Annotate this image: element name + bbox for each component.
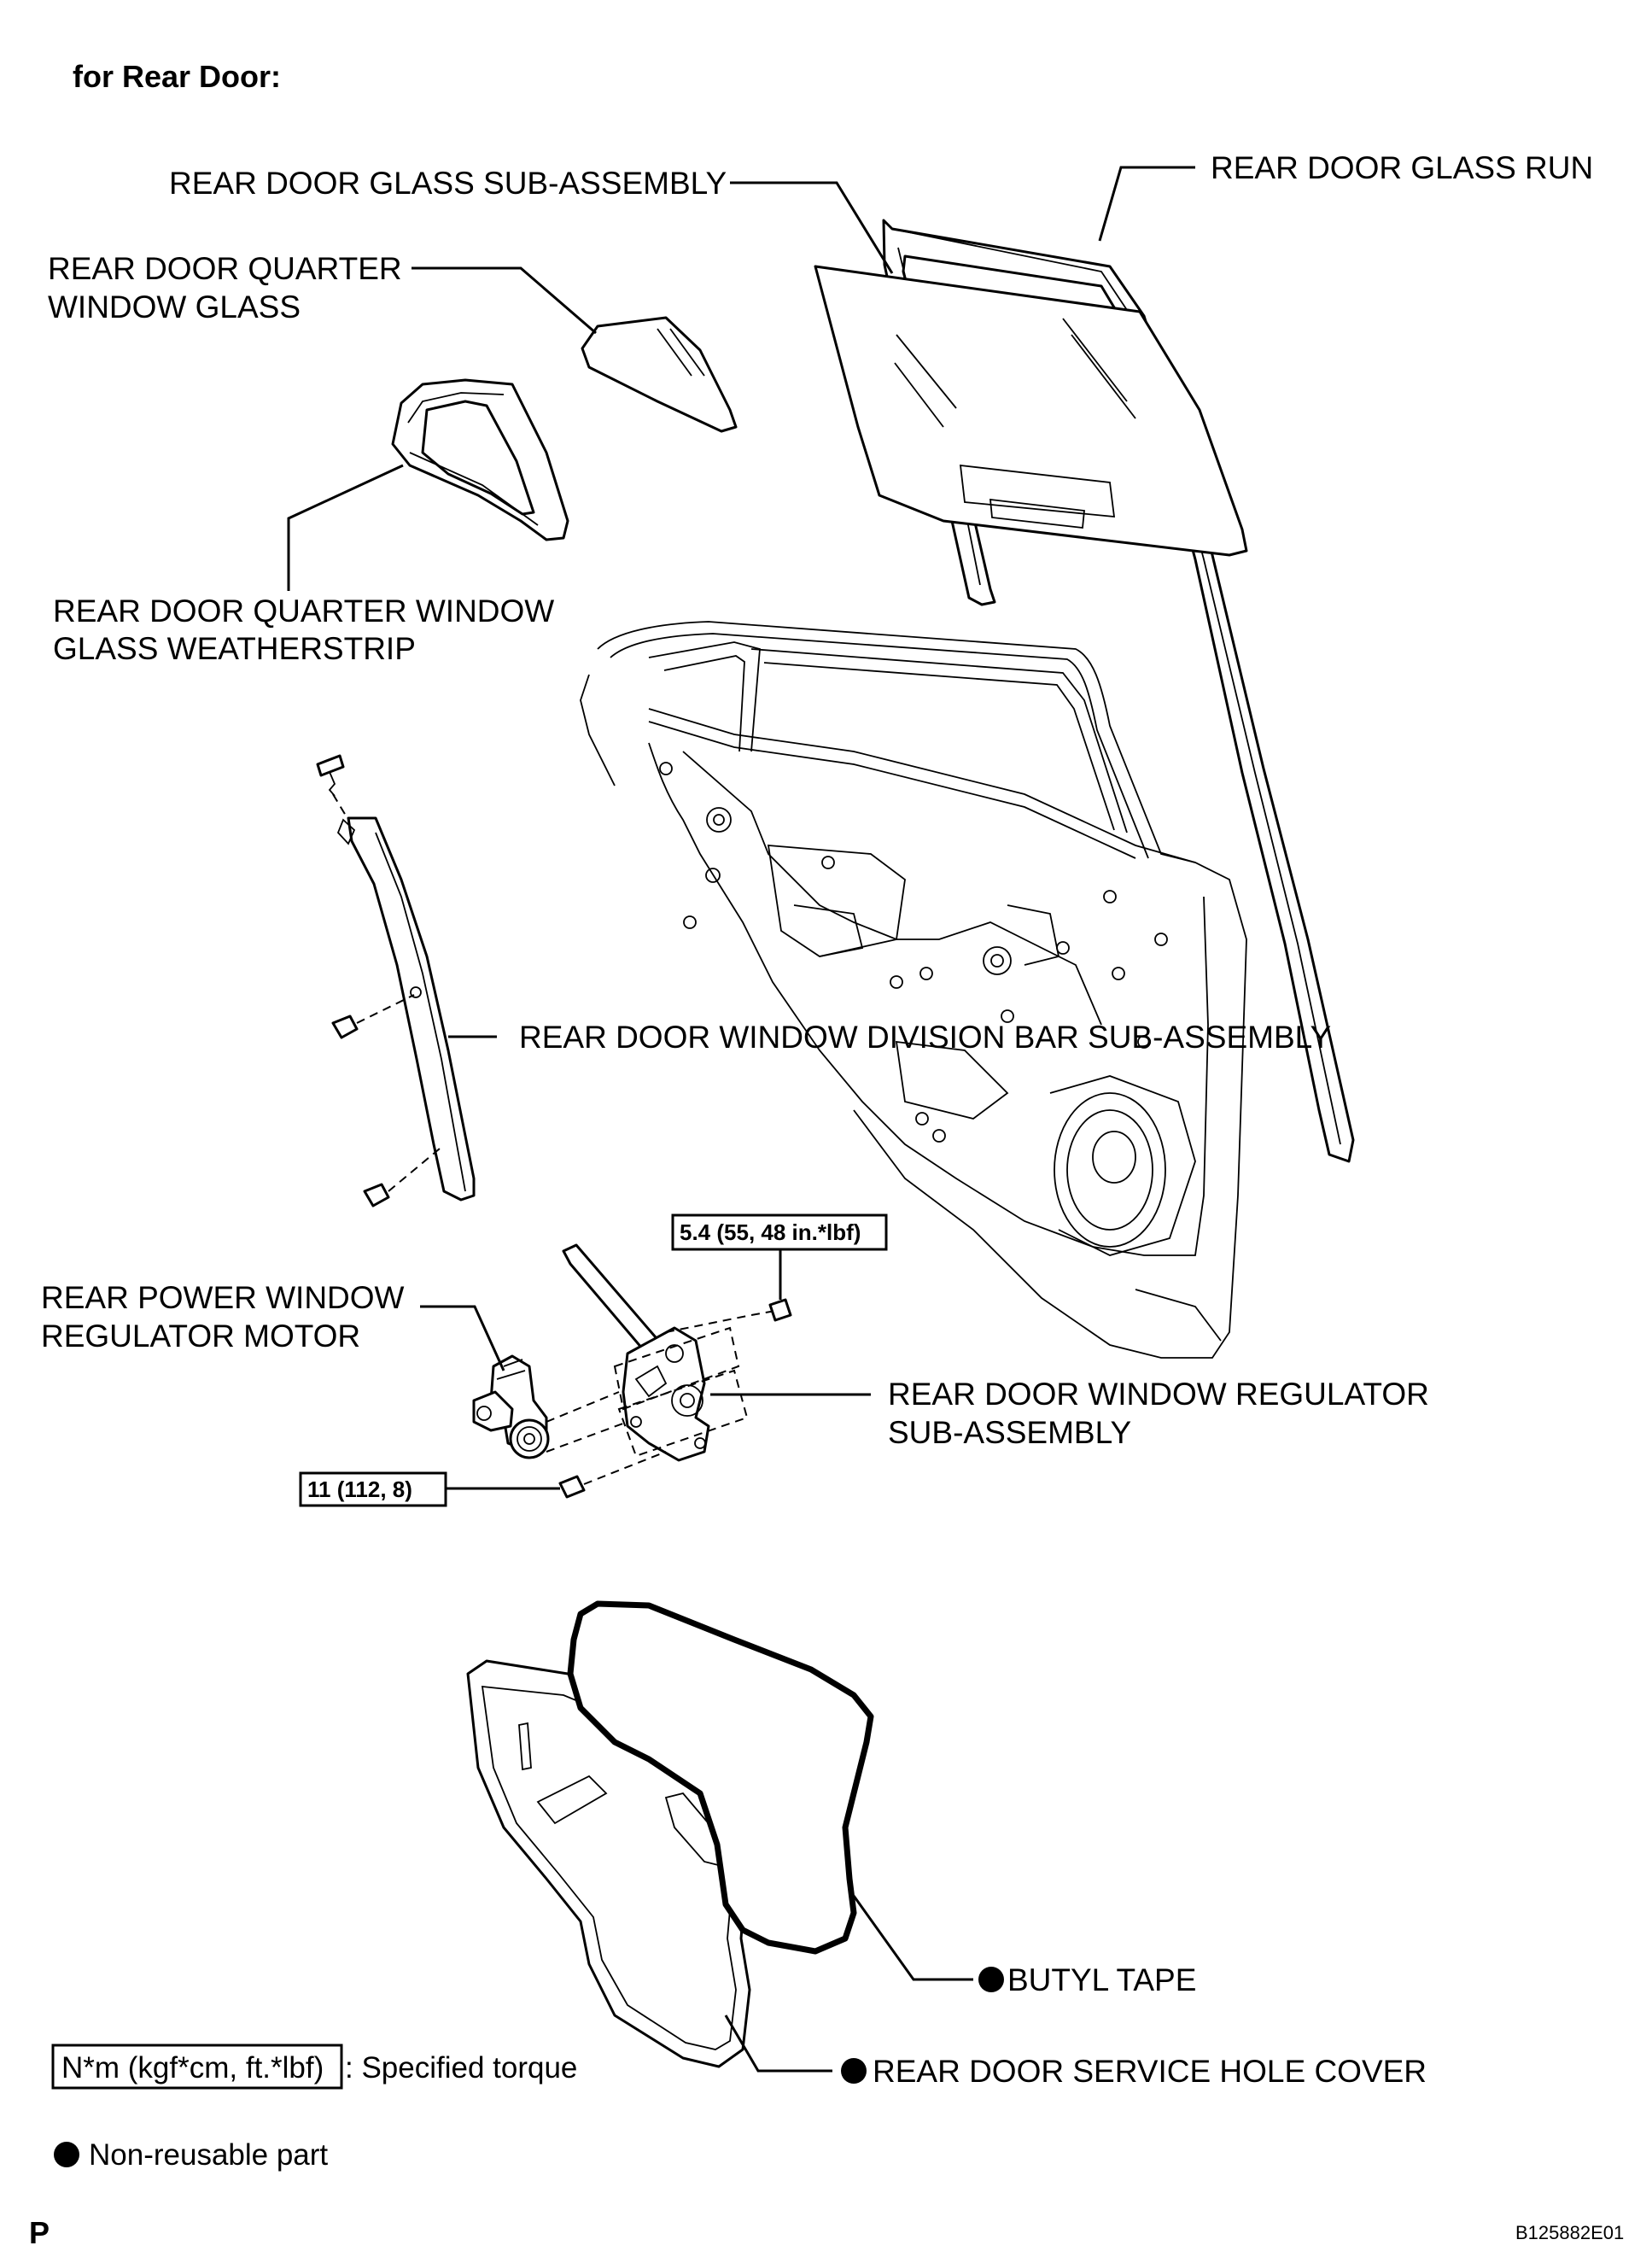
label-glass-run: REAR DOOR GLASS RUN [1211,150,1593,185]
label-butyl-tape: BUTYL TAPE [978,1962,1196,1997]
legend-torque: N*m (kgf*cm, ft.*lbf) : Specified torque [51,2044,577,2090]
torque-box-motor: 11 (112, 8) [299,1471,447,1507]
svg-text:: Specified torque: : Specified torque [345,2051,577,2085]
label-quarter-window-glass: REAR DOOR QUARTER [48,251,402,286]
nonreusable-mark-icon [841,2058,867,2084]
label-division-bar: REAR DOOR WINDOW DIVISION BAR SUB-ASSEMB… [519,1020,1331,1055]
footer-mark: P [29,2215,50,2250]
svg-text:Non-reusable part: Non-reusable part [89,2138,328,2172]
rear-door-glass [814,265,1248,557]
legend-nonreusable: Non-reusable part [54,2138,328,2172]
nonreusable-mark-icon [54,2142,79,2167]
label-regulator-sub-assembly: REAR DOOR WINDOW REGULATOR [888,1377,1429,1412]
label-quarter-window-glass-2: WINDOW GLASS [48,289,301,325]
torque-box-regulator: 5.4 (55, 48 in.*lbf) [671,1213,888,1251]
butyl-tape [567,1600,874,1955]
rear-door-window-division-bar [316,754,476,1208]
label-quarter-weatherstrip-2: GLASS WEATHERSTRIP [53,631,416,666]
rear-door-panel [580,621,1247,1359]
rear-door-window-regulator [472,1243,792,1499]
label-service-hole-cover: REAR DOOR SERVICE HOLE COVER [841,2054,1427,2089]
label-regulator-motor: REAR POWER WINDOW [41,1280,405,1315]
svg-text:N*m (kgf*cm, ft.*lbf): N*m (kgf*cm, ft.*lbf) [61,2051,324,2085]
label-quarter-weatherstrip: REAR DOOR QUARTER WINDOW [53,594,554,629]
label-regulator-motor-2: REGULATOR MOTOR [41,1319,360,1354]
svg-text:REAR DOOR SERVICE HOLE COVER: REAR DOOR SERVICE HOLE COVER [873,2054,1427,2089]
leader-lines [287,166,1195,2073]
label-glass-sub-assembly: REAR DOOR GLASS SUB-ASSEMBLY [169,166,727,201]
diagram-header: for Rear Door: [73,59,281,94]
svg-text:11 (112, 8): 11 (112, 8) [307,1477,412,1502]
rear-door-quarter-window-glass [581,316,738,433]
svg-text:BUTYL TAPE: BUTYL TAPE [1007,1962,1196,1997]
figure-id: B125882E01 [1515,2222,1624,2243]
svg-text:5.4 (55, 48 in.*lbf): 5.4 (55, 48 in.*lbf) [680,1219,861,1245]
nonreusable-mark-icon [978,1967,1004,1992]
label-regulator-sub-assembly-2: SUB-ASSEMBLY [888,1415,1131,1450]
rear-door-quarter-window-glass-weatherstrip [391,378,569,541]
